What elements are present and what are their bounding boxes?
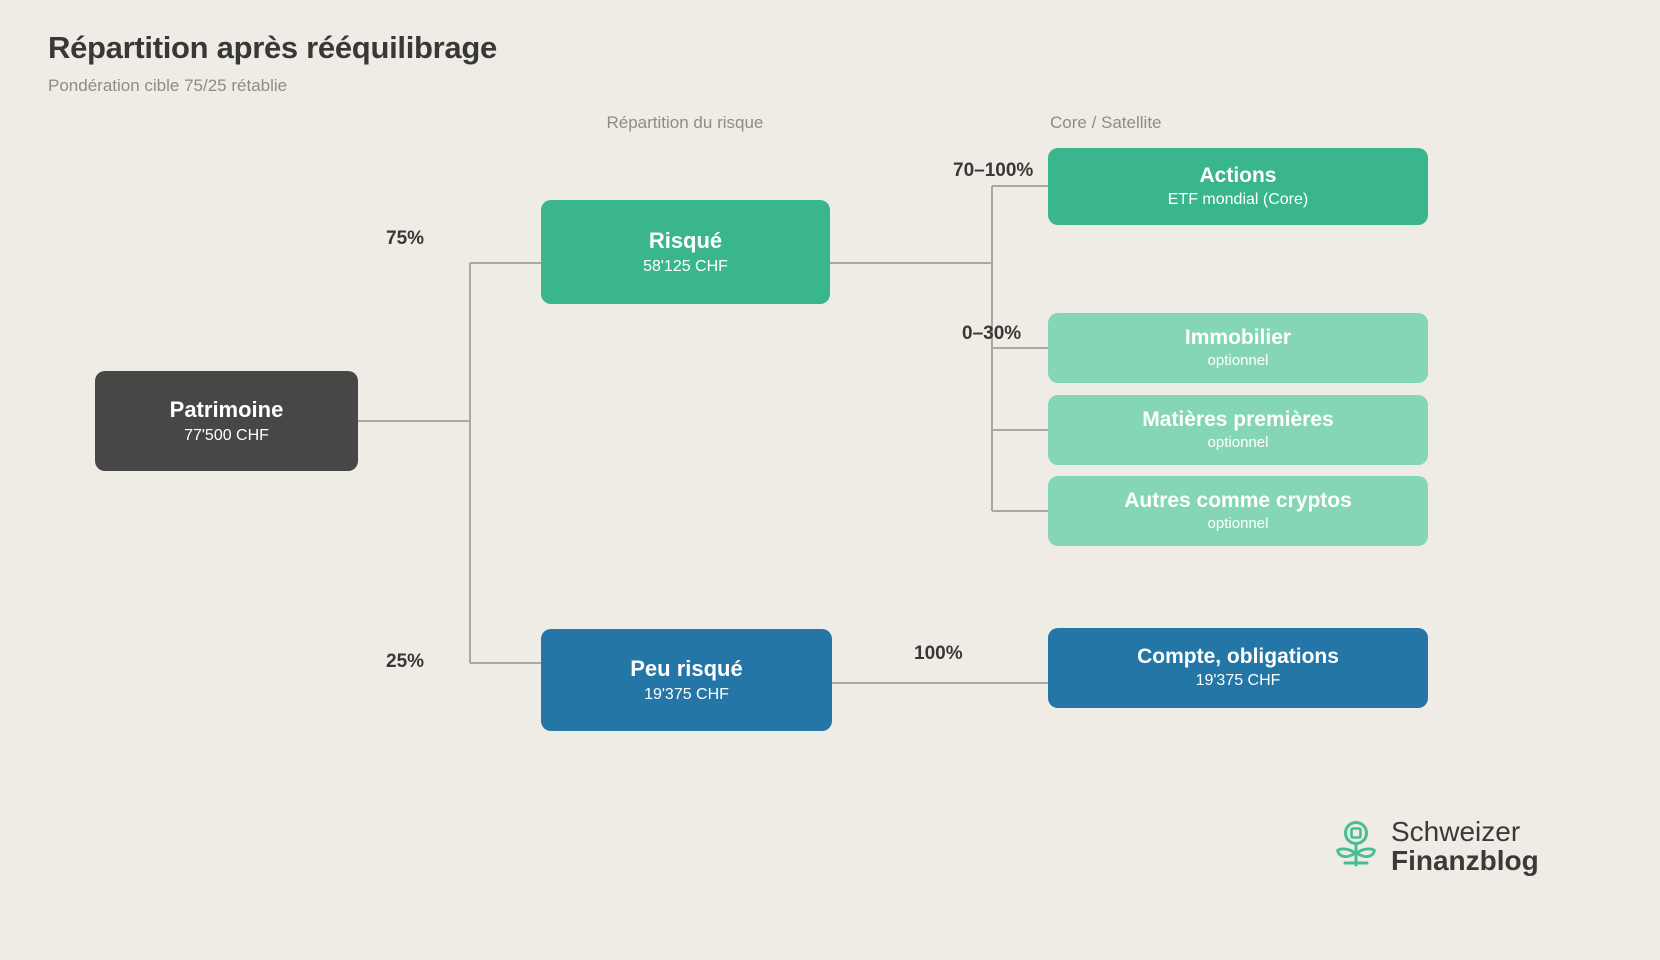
- node-compte-obligations-label: Compte, obligations: [1137, 645, 1339, 669]
- node-compte-obligations-value: 19'375 CHF: [1195, 672, 1281, 690]
- page-subtitle: Pondération cible 75/25 rétablie: [48, 76, 288, 95]
- edge-label-root-to-safe: 25%: [386, 651, 425, 672]
- brand-logo: Schweizer Finanzblog: [1333, 816, 1539, 876]
- column-header-risk: Répartition du risque: [606, 113, 764, 132]
- edge-label-root-to-risky: 75%: [386, 228, 425, 249]
- node-actions-label: Actions: [1199, 163, 1277, 187]
- node-matieres-premieres[interactable]: Matières premières optionnel: [1048, 395, 1428, 465]
- flower-icon: [1333, 819, 1379, 874]
- logo-line-1: Schweizer: [1391, 816, 1521, 847]
- node-autres-cryptos[interactable]: Autres comme cryptos optionnel: [1048, 476, 1428, 546]
- edge-label-risky-to-optional: 0–30%: [962, 323, 1022, 344]
- node-risque-label: Risqué: [648, 228, 723, 254]
- node-peu-risque-value: 19'375 CHF: [644, 685, 729, 703]
- node-actions[interactable]: Actions ETF mondial (Core): [1048, 148, 1428, 225]
- node-compte-obligations[interactable]: Compte, obligations 19'375 CHF: [1048, 628, 1428, 708]
- node-patrimoine-value: 77'500 CHF: [184, 426, 269, 444]
- node-autres-cryptos-label: Autres comme cryptos: [1124, 489, 1352, 513]
- node-matieres-premieres-label: Matières premières: [1142, 408, 1334, 432]
- node-patrimoine[interactable]: Patrimoine 77'500 CHF: [95, 371, 358, 471]
- node-peu-risque-label: Peu risqué: [630, 656, 743, 682]
- node-immobilier-label: Immobilier: [1184, 326, 1292, 350]
- node-actions-value: ETF mondial (Core): [1167, 190, 1309, 208]
- node-autres-cryptos-value: optionnel: [1207, 514, 1269, 532]
- column-header-core-satellite: Core / Satellite: [1050, 113, 1162, 132]
- node-immobilier[interactable]: Immobilier optionnel: [1048, 313, 1428, 383]
- node-patrimoine-label: Patrimoine: [169, 397, 284, 423]
- node-matieres-premieres-value: optionnel: [1207, 433, 1269, 451]
- node-peu-risque[interactable]: Peu risqué 19'375 CHF: [541, 629, 832, 731]
- node-risque[interactable]: Risqué 58'125 CHF: [541, 200, 830, 304]
- node-risque-value: 58'125 CHF: [643, 257, 728, 275]
- logo-line-2: Finanzblog: [1391, 844, 1539, 876]
- page-title: Répartition après rééquilibrage: [48, 30, 497, 65]
- node-immobilier-value: optionnel: [1207, 351, 1269, 369]
- edge-label-safe-to-bonds: 100%: [914, 643, 963, 664]
- edge-label-risky-to-equities: 70–100%: [953, 160, 1034, 181]
